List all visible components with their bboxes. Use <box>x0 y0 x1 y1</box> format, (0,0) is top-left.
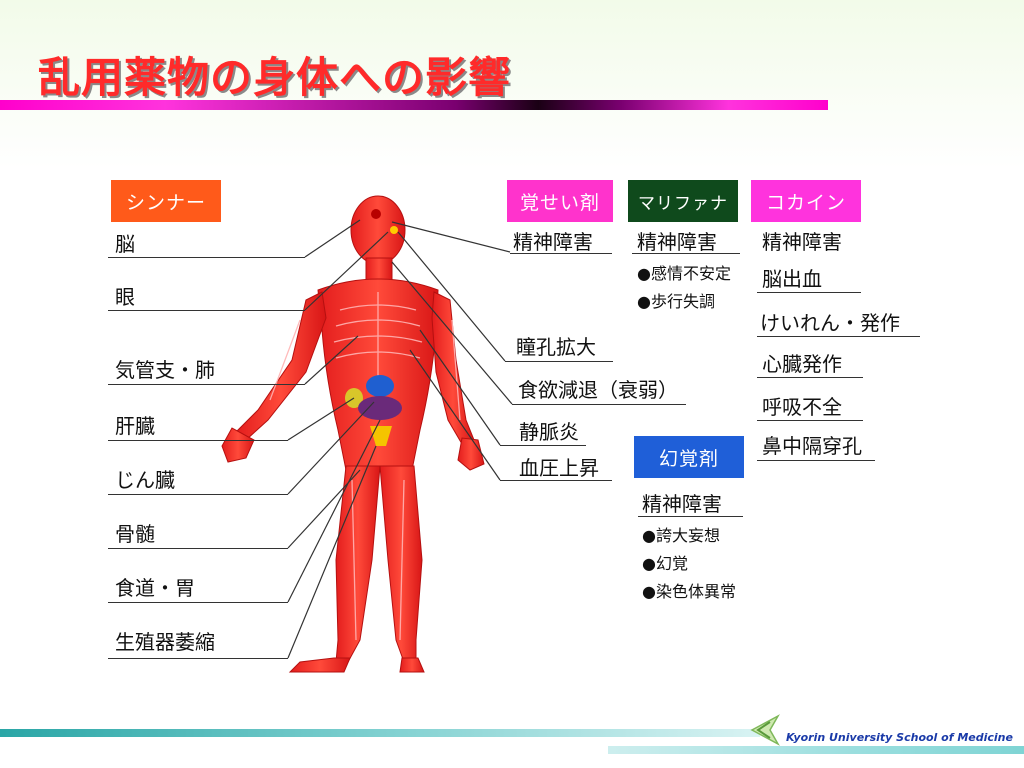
green-chevron-logo-icon <box>750 714 780 746</box>
bladder-organ <box>370 426 392 446</box>
header-hallucinogen: 幻覚剤 <box>634 436 744 478</box>
underline <box>757 292 861 293</box>
slide-title: 乱用薬物の身体への影響 <box>38 53 512 102</box>
underline <box>512 404 686 405</box>
underline <box>108 440 288 441</box>
underline <box>500 480 612 481</box>
label-respiratory-failure: 呼吸不全 <box>762 395 842 419</box>
header-marijuana: マリファナ <box>628 180 738 222</box>
underline <box>108 310 305 311</box>
label-eye: 眼 <box>115 285 135 309</box>
body-detail-lines <box>269 292 461 641</box>
header-thinner: シンナー <box>111 180 221 222</box>
underline <box>108 548 288 549</box>
label-bone-marrow: 骨髄 <box>115 522 155 546</box>
stomach-organ <box>366 375 394 397</box>
label-ataxia: ●歩行失調 <box>637 292 715 311</box>
label-phlebitis: 静脈炎 <box>519 420 579 444</box>
intestine-organ <box>358 396 402 420</box>
header-stimulant: 覚せい剤 <box>507 180 613 222</box>
eye-marker <box>390 226 398 234</box>
underline <box>757 460 875 461</box>
label-chromosome-abnormality: ●染色体異常 <box>642 582 736 601</box>
label-genital-atrophy: 生殖器萎縮 <box>115 630 215 654</box>
label-marijuana-mental: 精神障害 <box>637 230 717 254</box>
underline <box>108 384 305 385</box>
underline <box>108 658 288 659</box>
label-cocaine-mental: 精神障害 <box>762 230 842 254</box>
right-connectors <box>391 221 513 481</box>
underline <box>505 361 613 362</box>
brain-marker <box>371 209 381 219</box>
underline <box>757 336 920 337</box>
underline <box>510 253 612 254</box>
label-stimulant-mental: 精神障害 <box>513 230 593 254</box>
underline <box>108 257 305 258</box>
left-connectors <box>287 219 389 659</box>
label-hallucinogen-mental: 精神障害 <box>642 492 722 516</box>
label-septal-perforation: 鼻中隔穿孔 <box>762 434 862 458</box>
label-bronchi-lung: 気管支・肺 <box>115 358 215 382</box>
label-brain: 脳 <box>115 232 135 256</box>
footer-school-name: Kyorin University School of Medicine <box>786 731 1013 744</box>
label-seizure: けいれん・発作 <box>760 311 900 335</box>
underline <box>632 253 740 254</box>
label-emotional-instability: ●感情不安定 <box>637 264 731 283</box>
label-blood-pressure: 血圧上昇 <box>519 456 599 480</box>
label-esophagus-stomach: 食道・胃 <box>115 576 195 600</box>
label-grandiose-delusion: ●誇大妄想 <box>642 526 720 545</box>
underline <box>638 516 743 517</box>
label-appetite-loss: 食欲減退（衰弱） <box>518 378 678 402</box>
underline <box>108 494 288 495</box>
header-cocaine: コカイン <box>751 180 861 222</box>
underline <box>108 602 288 603</box>
label-cerebral-hemorrhage: 脳出血 <box>762 267 822 291</box>
underline <box>500 445 586 446</box>
title-underline-bar <box>0 100 828 110</box>
label-kidney: じん臓 <box>115 468 175 492</box>
label-liver: 肝臓 <box>115 414 155 438</box>
label-heart-attack: 心臓発作 <box>762 352 842 376</box>
underline <box>757 377 863 378</box>
underline <box>757 420 863 421</box>
footer-bar-bottom <box>608 746 1024 754</box>
footer-bar-top <box>0 729 760 737</box>
label-hallucination: ●幻覚 <box>642 554 688 573</box>
label-pupil-dilation: 瞳孔拡大 <box>516 335 596 359</box>
